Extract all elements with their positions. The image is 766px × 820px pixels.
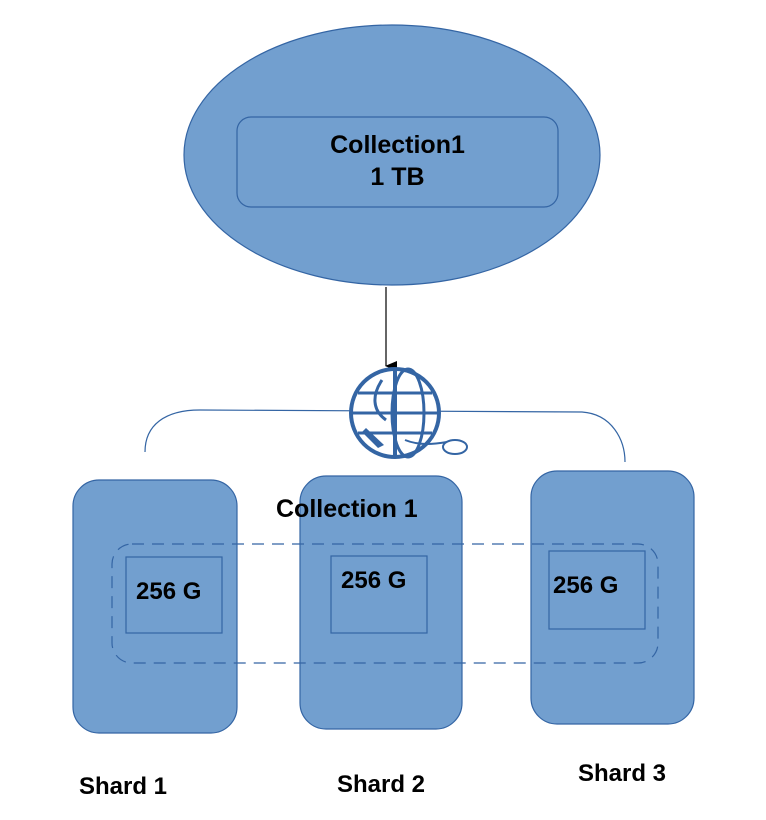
shard-3-chunk-box — [548, 550, 646, 630]
shard-1-chunk-box — [125, 556, 223, 634]
sharded-collection-label: Collection 1 — [276, 495, 418, 523]
collection-inner-box — [236, 116, 559, 208]
shard-2-chunk-size: 256 G — [341, 567, 407, 594]
collection-name: Collection1 — [330, 131, 465, 159]
globe-router-icon — [349, 367, 468, 459]
shard-2-chunk-box — [330, 555, 428, 634]
sharded-collection-outline — [111, 543, 659, 664]
shard-1-name: Shard 1 — [79, 773, 168, 800]
shard-1-chunk-size: 256 G — [136, 578, 202, 605]
shard-3-name: Shard 3 — [578, 760, 667, 787]
shard-3-chunk-size: 256 G — [553, 572, 619, 599]
shard-2-name: Shard 2 — [337, 771, 426, 798]
collection-size: 1 TB — [370, 163, 425, 191]
